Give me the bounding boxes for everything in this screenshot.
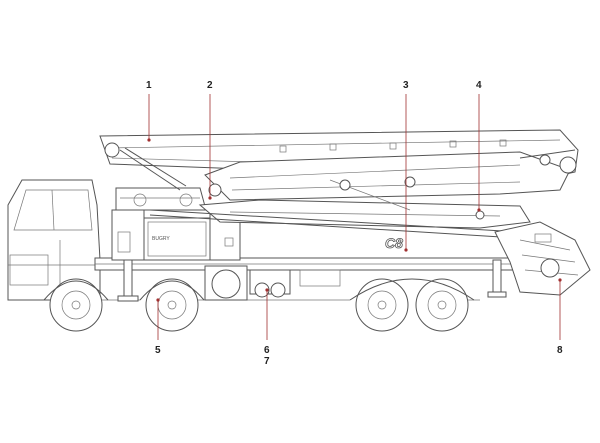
callout-7: 7 — [264, 356, 270, 367]
callout-4: 4 — [476, 80, 482, 91]
callout-2: 2 — [207, 80, 213, 91]
turret-body — [111, 187, 241, 261]
mid-equipment — [204, 265, 341, 301]
wheel-rear-1 — [355, 278, 409, 332]
rear-pump-hopper — [494, 221, 591, 296]
leader-lines — [147, 94, 562, 340]
callout-6: 6 — [264, 345, 270, 356]
wheel-front-1 — [49, 278, 103, 332]
boom-lettering: C8 — [385, 235, 403, 251]
wheel-rear-2 — [415, 278, 469, 332]
outriggers — [117, 259, 507, 302]
callout-1: 1 — [146, 80, 152, 91]
panel-lettering: BUGRY — [152, 236, 170, 242]
callout-8: 8 — [557, 345, 563, 356]
callout-5: 5 — [155, 345, 161, 356]
wheels — [43, 278, 475, 332]
callout-3: 3 — [403, 80, 409, 91]
